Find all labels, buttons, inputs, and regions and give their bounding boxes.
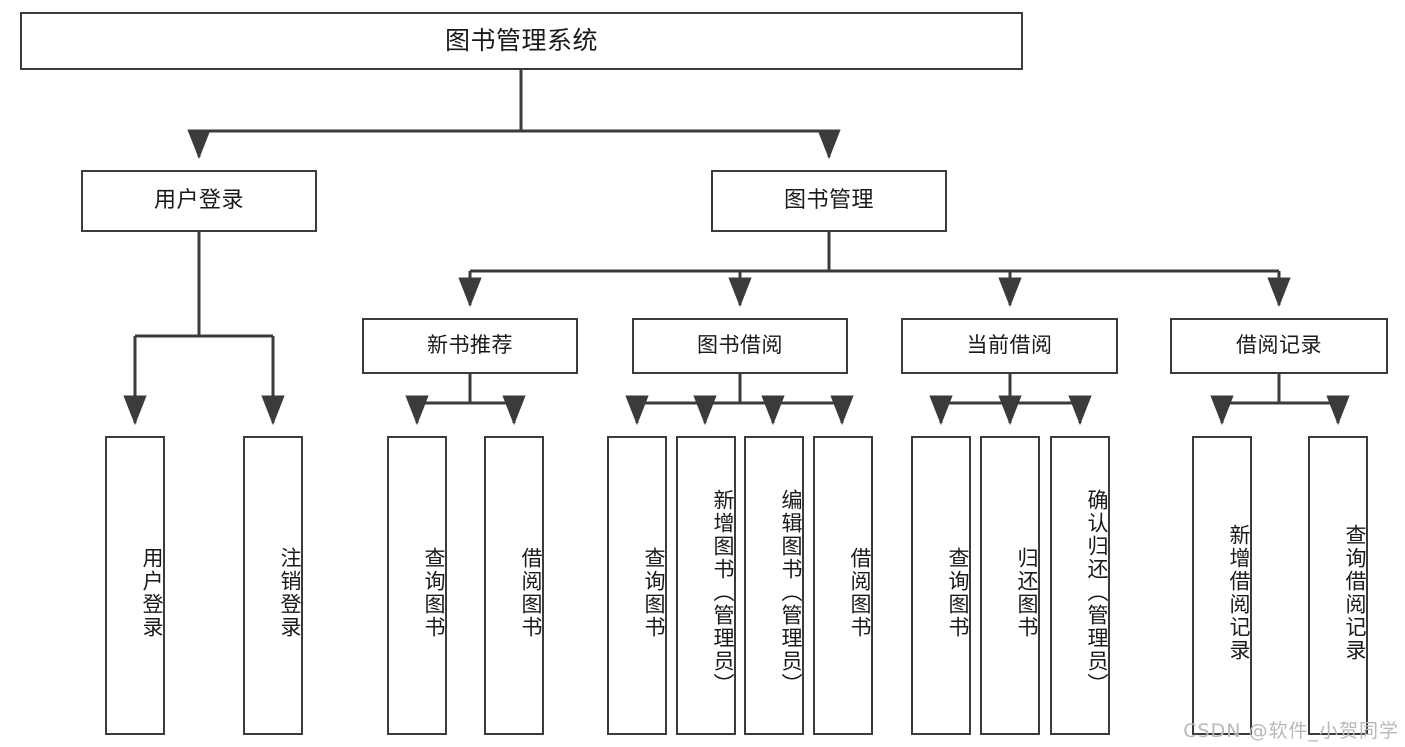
leaf-user-login[interactable]: 用户登录 [105,436,165,735]
leaf-query-book-3[interactable]: 查询图书 [911,436,971,735]
node-user-login[interactable]: 用户登录 [81,170,317,232]
node-borrow-record-label: 借阅记录 [1236,333,1322,358]
leaf-confirm-return[interactable]: 确认归还（管理员） [1050,436,1110,735]
node-book-manage-label: 图书管理 [783,187,874,213]
leaf-add-record-label: 新增借阅记录 [1227,523,1251,662]
leaf-confirm-return-label: 确认归还（管理员） [1085,489,1109,696]
node-book-borrow-label: 图书借阅 [697,333,783,358]
leaf-return-book[interactable]: 归还图书 [980,436,1040,735]
leaf-query-book-2-label: 查询图书 [642,546,666,639]
node-current-borrow[interactable]: 当前借阅 [901,318,1118,374]
leaf-query-book-3-label: 查询图书 [946,546,970,639]
leaf-return-book-label: 归还图书 [1015,546,1039,639]
leaf-add-book[interactable]: 新增图书（管理员） [676,436,736,735]
leaf-query-book-1-label: 查询图书 [422,546,446,639]
node-current-borrow-label: 当前借阅 [966,333,1053,358]
leaf-borrow-book-1-label: 借阅图书 [519,546,543,639]
node-borrow-record[interactable]: 借阅记录 [1170,318,1388,374]
leaf-logout-login-label: 注销登录 [278,546,302,639]
node-user-login-label: 用户登录 [153,187,244,213]
leaf-borrow-book-2-label: 借阅图书 [848,546,872,639]
leaf-borrow-book-2[interactable]: 借阅图书 [813,436,873,735]
leaf-borrow-book-1[interactable]: 借阅图书 [484,436,544,735]
node-root[interactable]: 图书管理系统 [20,12,1023,70]
leaf-edit-book-label: 编辑图书（管理员） [779,489,803,696]
leaf-logout-login[interactable]: 注销登录 [243,436,303,735]
leaf-add-record[interactable]: 新增借阅记录 [1192,436,1252,735]
leaf-query-book-1[interactable]: 查询图书 [387,436,447,735]
leaf-query-record-label: 查询借阅记录 [1343,523,1367,662]
leaf-query-book-2[interactable]: 查询图书 [607,436,667,735]
leaf-add-book-label: 新增图书（管理员） [711,489,735,696]
leaf-user-login-label: 用户登录 [140,546,164,639]
node-book-borrow[interactable]: 图书借阅 [632,318,848,374]
node-root-label: 图书管理系统 [444,26,598,55]
node-book-manage[interactable]: 图书管理 [711,170,947,232]
node-new-book-recommend[interactable]: 新书推荐 [362,318,578,374]
node-new-book-recommend-label: 新书推荐 [427,333,513,358]
leaf-edit-book[interactable]: 编辑图书（管理员） [744,436,804,735]
leaf-query-record[interactable]: 查询借阅记录 [1308,436,1368,735]
